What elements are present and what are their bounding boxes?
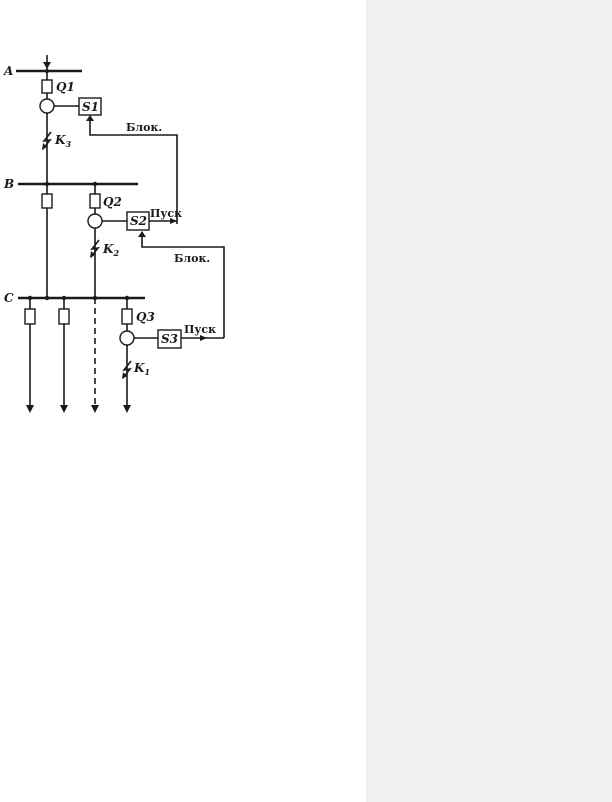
block-arrow-s2-icon <box>138 231 146 237</box>
relay-s1-label: S1 <box>82 100 99 114</box>
relay-s3 <box>157 329 182 349</box>
breaker-q1-label: Q1 <box>56 80 75 94</box>
feeder-q3-arrow-icon <box>123 405 131 413</box>
ct-q3 <box>119 330 135 346</box>
bus-c-label: C <box>4 291 14 305</box>
fault-k3-icon <box>42 131 52 150</box>
side-panel <box>366 0 612 802</box>
ct-q1 <box>39 98 55 114</box>
bus-a-label: A <box>3 64 13 78</box>
breaker-q1 <box>41 79 53 94</box>
start-arrow-s2-icon <box>170 218 177 224</box>
breaker-b-left <box>41 193 53 209</box>
breaker-feeder-1 <box>24 308 36 325</box>
start-label-s3: Пуск <box>184 323 216 336</box>
block-arrow-s1-icon <box>86 115 94 121</box>
block-label-2: Блок. <box>174 252 210 265</box>
incoming-arrow-icon <box>43 62 51 69</box>
breaker-q3-label: Q3 <box>136 310 155 324</box>
block-line-s1 <box>89 120 178 224</box>
fault-k1-icon <box>122 360 132 379</box>
breaker-q2 <box>89 193 101 209</box>
start-label-s2: Пуск <box>150 207 182 220</box>
fault-k2-label: K2 <box>102 242 119 258</box>
fault-k1-label: K1 <box>133 361 150 377</box>
protection-schematic: A Q1 S1 K3 Блок. B Q2 S2 Пуск K2 Блок. <box>3 55 225 413</box>
fault-k3-label: K3 <box>54 133 71 149</box>
feeder-2-arrow-icon <box>60 405 68 413</box>
feeder-3-arrow-icon <box>91 405 99 413</box>
block-line-s2 <box>141 236 225 338</box>
ct-q2 <box>87 213 103 229</box>
relay-s3-label: S3 <box>161 332 178 346</box>
breaker-q2-label: Q2 <box>103 195 122 209</box>
start-arrow-s3-icon <box>200 335 207 341</box>
block-label-1: Блок. <box>126 121 162 134</box>
feeder-1-arrow-icon <box>26 405 34 413</box>
fault-k2-icon <box>90 239 100 258</box>
relay-s2-label: S2 <box>130 214 147 228</box>
breaker-feeder-2 <box>58 308 70 325</box>
bus-b-label: B <box>3 177 14 191</box>
breaker-q3 <box>121 308 133 325</box>
